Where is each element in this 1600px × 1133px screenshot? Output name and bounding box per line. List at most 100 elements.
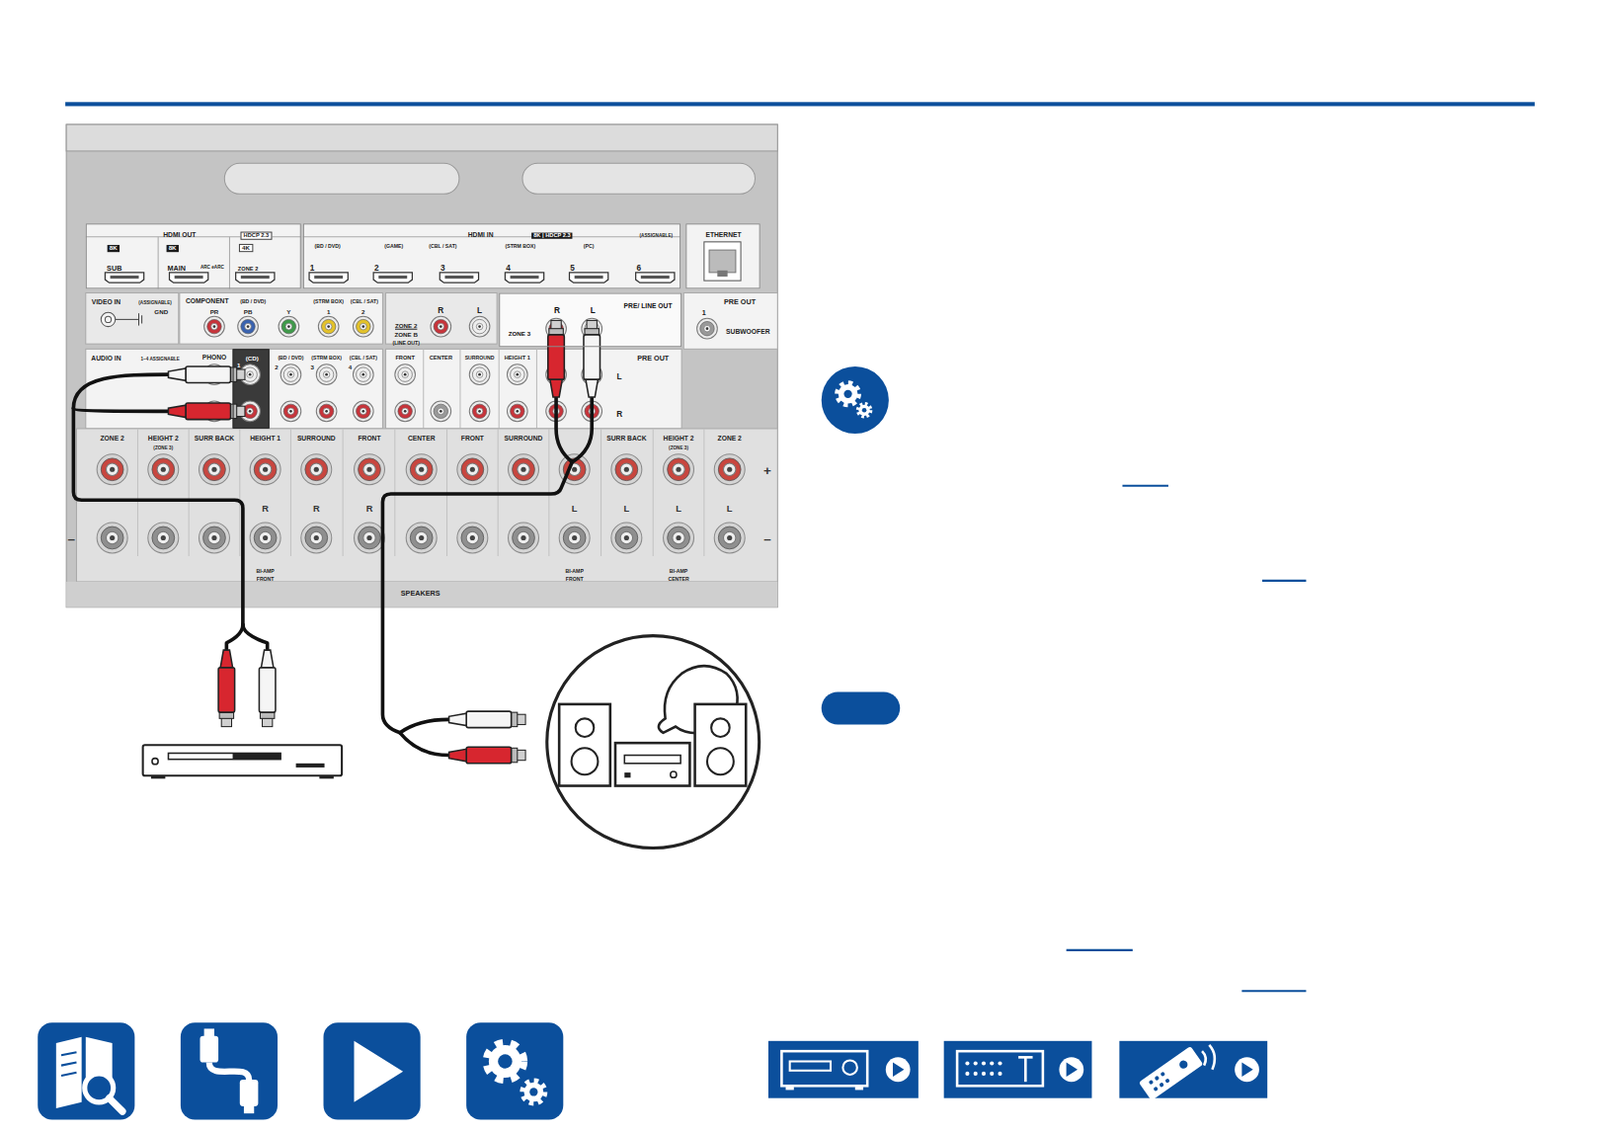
panel-label-wrap: CENTER: [667, 566, 689, 584]
panel-text: MAIN: [166, 256, 185, 274]
panel-label-wrap: (STRM BOX): [313, 289, 344, 307]
panel-label-wrap: R: [616, 402, 623, 420]
jack-label: HEIGHT 2: [663, 435, 695, 443]
jack-label: 4: [348, 364, 352, 371]
panel-label-wrap: L: [624, 497, 631, 515]
jack-label: (ASSIGNABLE): [138, 301, 172, 307]
panel-label-wrap: (ZONE 3): [153, 435, 173, 453]
panel-label-wrap: HEIGHT 1: [249, 427, 281, 445]
section-label: (STRM BOX): [505, 243, 537, 249]
panel-section: (CD)1: [233, 348, 270, 429]
jack-label: R: [313, 503, 320, 513]
panel-text: HDMI OUT: [162, 223, 196, 240]
jack-label: (BD / DVD): [240, 299, 266, 305]
jack-label: SUBWOOFER: [725, 328, 770, 336]
panel-text: 8K: [107, 237, 120, 254]
panel-label-wrap: FRONT: [256, 566, 275, 584]
section-label: 8K | HDCP 2.3: [531, 232, 573, 240]
jack-label: FRONT: [565, 576, 584, 582]
panel-text: L: [590, 300, 596, 318]
panel-label-wrap: +: [763, 462, 772, 480]
panel-label-wrap: L: [477, 300, 482, 318]
panel-label-wrap: L: [617, 366, 623, 384]
panel-label-wrap: R: [366, 497, 374, 515]
jack-label: (STRM BOX): [311, 355, 342, 361]
panel-label-wrap: 1~4 ASSIGNABLE: [140, 346, 180, 364]
panel-label-wrap: FRONT: [357, 427, 381, 445]
jack-label: L: [726, 503, 733, 513]
panel-label-wrap: FRONT: [461, 427, 484, 445]
panel-text: ZONE 2: [238, 256, 259, 274]
jack-label: (ZONE 3): [153, 445, 173, 451]
jack-label: FRONT: [357, 435, 381, 443]
jack-label: L: [624, 503, 631, 513]
panel-label-wrap: ZONE 2: [100, 427, 125, 445]
section-label: HDCP 2.3: [240, 232, 272, 240]
panel-label-wrap: (CBL / SAT): [349, 345, 378, 363]
panel-text: (BD / DVD): [315, 235, 341, 252]
panel-text: 6: [636, 256, 641, 274]
panel-label-wrap: (BD / DVD): [277, 345, 304, 363]
section-label: 1: [237, 362, 240, 369]
panel-label-wrap: SURROUND: [504, 427, 544, 445]
section-label: (GAME): [384, 243, 403, 249]
panel-label-wrap: 1: [702, 302, 707, 320]
jack-label: L: [571, 503, 578, 513]
panel-text: PRE/ LINE OUT: [624, 295, 673, 313]
jack-label: PR: [210, 309, 220, 316]
panel-label-wrap: PR: [210, 301, 220, 319]
panel-label-wrap: BI-AMP: [255, 559, 274, 576]
jack-label: (BD / DVD): [277, 355, 304, 361]
panel-label-wrap: ZONE 2: [718, 427, 742, 445]
jack-label: PB: [243, 309, 253, 316]
panel-label-wrap: GND: [154, 301, 168, 319]
panel-text: SUB: [106, 256, 122, 274]
jack-label: R: [366, 503, 374, 513]
jack-label: 2: [361, 309, 365, 316]
panel-label-wrap: –: [763, 529, 771, 547]
jack-label: SURR BACK: [606, 435, 646, 443]
jack-label: ZONE 2: [718, 435, 742, 443]
section-label: L: [590, 307, 596, 316]
panel-text: 8K | HDCP 2.3: [531, 223, 573, 240]
jack-label: HEIGHT 2: [148, 435, 179, 443]
panel-label-wrap: (LINE OUT): [392, 331, 420, 349]
jack-label: PHONO: [202, 354, 228, 362]
panel-label-wrap: PHONO: [202, 345, 228, 363]
jack-label: GND: [154, 309, 168, 316]
jack-label: CENTER: [407, 435, 436, 443]
jack-label: SURROUND: [465, 355, 495, 361]
section-label: 4: [505, 264, 511, 273]
panel-label-wrap: BI-AMP: [669, 559, 688, 576]
section-label: (BD / DVD): [315, 243, 341, 249]
panel-label-wrap: CENTER: [407, 427, 436, 445]
jack-label: BI-AMP: [669, 567, 688, 573]
section-label: 3: [440, 264, 446, 273]
panel-label-wrap: 2: [274, 356, 278, 374]
panel-label-wrap: 1: [326, 301, 330, 319]
jack-label: ZONE 2: [100, 435, 125, 443]
panel-label-wrap: FRONT: [395, 345, 415, 363]
section-label: PRE/ LINE OUT: [624, 303, 673, 311]
jack-label: R: [437, 307, 444, 316]
jack-label: FRONT: [256, 576, 275, 582]
jack-label: L: [477, 307, 482, 316]
jack-label: ZONE 2: [395, 321, 417, 328]
panel-text: 4K: [239, 237, 253, 254]
jack-label: (STRM BOX): [313, 299, 344, 305]
jack-label: 2: [274, 364, 278, 371]
jack-label: (LINE OUT): [392, 340, 420, 346]
panel-text: 8K: [166, 237, 179, 254]
panel-text: ZONE 3: [508, 321, 531, 339]
panel-label-wrap: R: [313, 497, 320, 515]
jack-label: 1: [326, 309, 330, 316]
jack-label: COMPONENT: [185, 298, 230, 306]
panel-text: (CBL / SAT): [428, 235, 457, 252]
panel-label-wrap: 4: [348, 356, 352, 374]
panel-label-wrap: HEIGHT 2: [148, 427, 179, 445]
jack-label: SURROUND: [504, 435, 544, 443]
panel-label-wrap: R: [437, 300, 444, 318]
jack-label: SURROUND: [297, 435, 336, 443]
panel-section: PRE/ LINE OUTRLZONE 3: [498, 293, 682, 348]
